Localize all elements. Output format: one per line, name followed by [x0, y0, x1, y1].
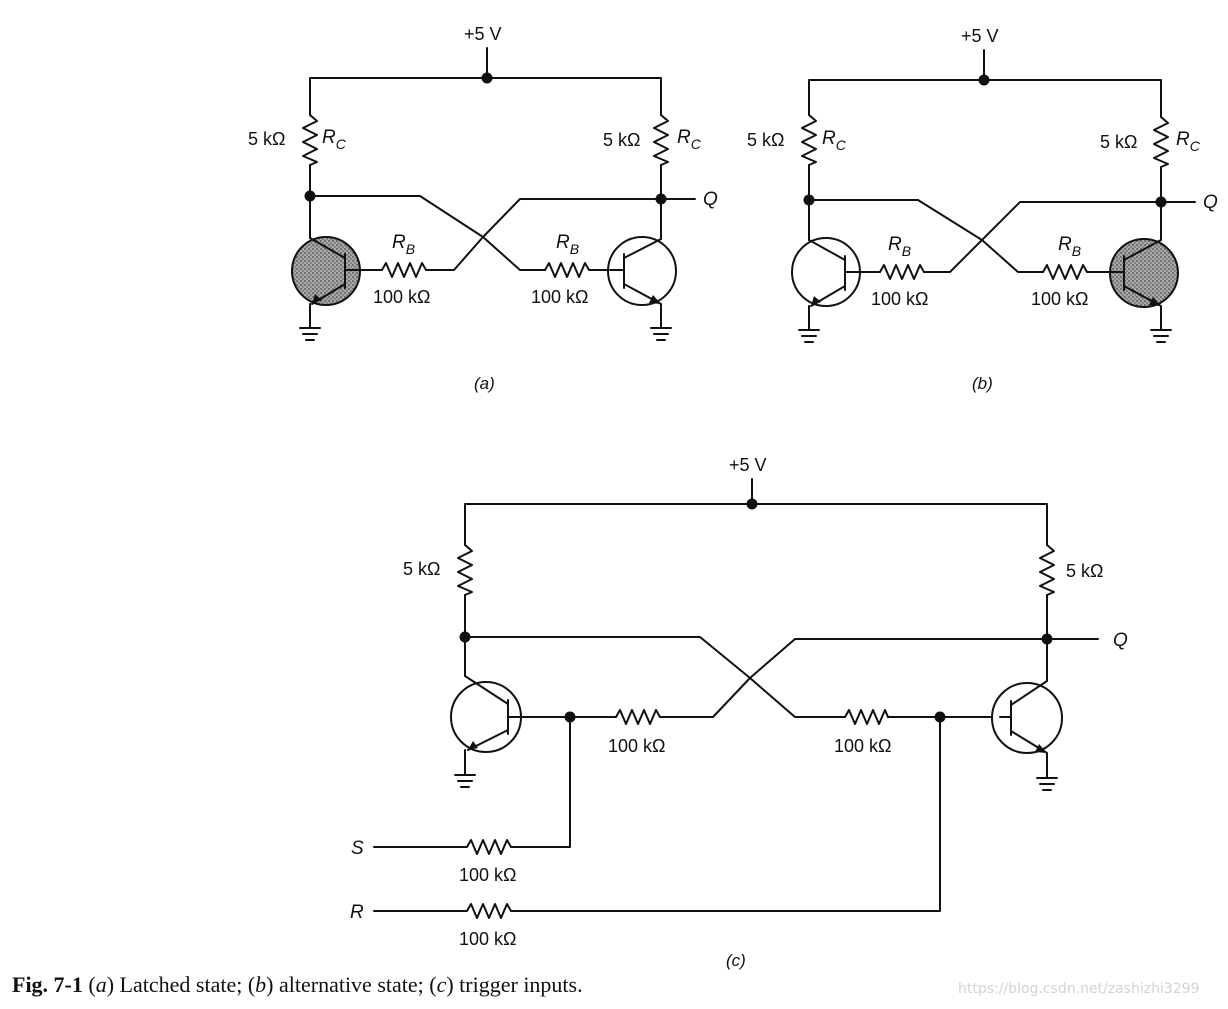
junction-dot [459, 631, 471, 643]
junction-dot [481, 72, 493, 84]
watermark: https://blog.csdn.net/zashizhi3299 [958, 981, 1200, 997]
figure-number: Fig. 7-1 [12, 972, 83, 997]
base-resistor-right [1042, 264, 1111, 280]
base-resistor-left [879, 264, 925, 280]
junction-dot [978, 74, 990, 86]
base-resistor-left [615, 709, 661, 725]
caption-text-b: alternative state; [273, 972, 430, 997]
set-input-wire [373, 716, 571, 855]
ground-symbol [1036, 777, 1058, 791]
rc-symbol-right: RC [1176, 129, 1201, 154]
caption-letter-b: b [255, 972, 267, 997]
rb-value-right: 100 kΩ [834, 736, 892, 756]
output-label: Q [1203, 192, 1218, 213]
base-resistor-right [844, 709, 889, 725]
panel-label-a: (a) [474, 374, 495, 393]
rc-symbol-left: RC [822, 128, 847, 153]
rb-value-left: 100 kΩ [608, 736, 666, 756]
junction-dot [1041, 633, 1053, 645]
transistor-left-cutoff [791, 237, 881, 331]
supply-label: +5 V [729, 455, 767, 475]
rb-symbol-right: RB [556, 232, 579, 257]
rc-value-right: 5 kΩ [1066, 561, 1103, 581]
junction-dot [746, 498, 758, 510]
output-label: Q [1113, 630, 1128, 651]
rb-value-left: 100 kΩ [373, 287, 431, 307]
reset-input-wire [373, 716, 941, 919]
rc-symbol-left: RC [322, 127, 347, 152]
collector-resistor-right [1153, 116, 1169, 168]
supply-label: +5 V [464, 24, 502, 44]
rc-value-left: 5 kΩ [747, 130, 784, 150]
ground-symbol [650, 327, 672, 341]
output-label: Q [703, 189, 718, 210]
transistor-right [991, 680, 1063, 779]
ground-symbol [454, 774, 476, 788]
rb-value-left: 100 kΩ [871, 289, 929, 309]
rb-value-right: 100 kΩ [531, 287, 589, 307]
caption-text-a: Latched state; [114, 972, 248, 997]
supply-label: +5 V [961, 26, 999, 46]
collector-resistor-right [1039, 544, 1055, 596]
rc-value-left: 5 kΩ [248, 129, 285, 149]
rb-symbol-left: RB [392, 232, 415, 257]
ground-symbol [798, 329, 820, 343]
base-resistor-right [544, 262, 611, 278]
junction-dot [304, 190, 316, 202]
rc-symbol-right: RC [677, 127, 702, 152]
panel-c: +5 V 5 kΩ 5 kΩ Q 100 kΩ 100 kΩ S 100 kΩ … [350, 455, 1128, 970]
collector-resistor-right [653, 114, 669, 166]
junction-dot [1155, 196, 1167, 208]
ground-symbol [1150, 329, 1172, 343]
rb-symbol-right: RB [1058, 234, 1081, 259]
rb-symbol-left: RB [888, 234, 911, 259]
collector-resistor-left [302, 114, 318, 166]
transistor-left [450, 675, 522, 776]
ground-symbol [299, 327, 321, 341]
transistor-right-cutoff [607, 236, 677, 329]
panel-b: +5 V 5 kΩ RC 5 kΩ RC Q RB RB 100 kΩ 100 … [747, 26, 1218, 393]
junction-dot [803, 194, 815, 206]
set-resistor-value: 100 kΩ [459, 865, 517, 885]
panel-label-b: (b) [972, 374, 993, 393]
caption-letter-a: a [95, 972, 107, 997]
panel-label-c: (c) [726, 951, 746, 970]
reset-resistor-value: 100 kΩ [459, 929, 517, 949]
caption-letter-c: c [436, 972, 447, 997]
panel-a: +5 V 5 kΩ RC 5 kΩ RC Q RB RB 100 kΩ 100 … [248, 24, 718, 393]
rc-value-right: 5 kΩ [1100, 132, 1137, 152]
junction-dot [655, 193, 667, 205]
base-resistor-left [381, 262, 427, 278]
rc-value-right: 5 kΩ [603, 130, 640, 150]
rc-value-left: 5 kΩ [403, 559, 440, 579]
collector-resistor-left [801, 114, 817, 166]
rb-value-right: 100 kΩ [1031, 289, 1089, 309]
transistor-right-saturated [1109, 238, 1179, 331]
set-input-label: S [351, 838, 364, 859]
figure-caption: Fig. 7-1 (a) Latched state; (b) alternat… [12, 972, 583, 997]
collector-resistor-left [457, 544, 473, 596]
caption-text-c: trigger inputs. [453, 972, 583, 997]
transistor-left-saturated [291, 236, 383, 329]
reset-input-label: R [350, 902, 364, 923]
